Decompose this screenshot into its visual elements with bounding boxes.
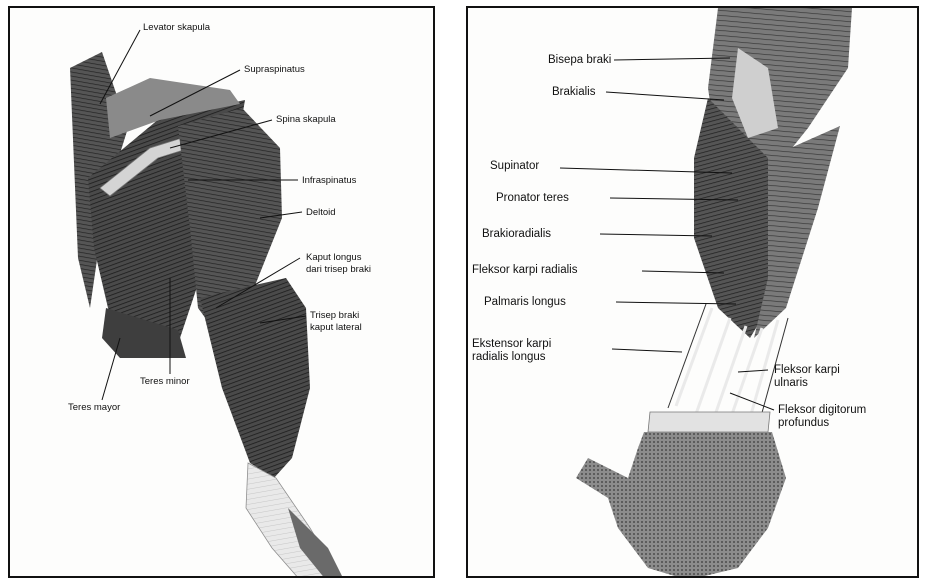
posterior-arm-figure: Levator skapula Supraspinatus Spina skap… xyxy=(8,6,435,578)
label-levator-scapula: Levator skapula xyxy=(143,22,210,33)
label-supinator: Supinator xyxy=(490,160,539,173)
label-pronator-teres: Pronator teres xyxy=(496,192,569,205)
label-fleksor-karpi-ulnaris-line1: Fleksor karpi xyxy=(774,364,840,377)
label-kaput-longus-line1: Kaput longus xyxy=(306,252,361,263)
label-brakioradialis: Brakioradialis xyxy=(482,228,551,241)
label-infraspinatus: Infraspinatus xyxy=(302,175,356,186)
wrist-retinaculum xyxy=(648,412,770,432)
posterior-arm-illustration xyxy=(10,8,435,578)
label-palmaris-longus: Palmaris longus xyxy=(484,296,566,309)
label-spina-skapula: Spina skapula xyxy=(276,114,336,125)
label-fleksor-karpi-ulnaris-line2: ulnaris xyxy=(774,377,808,390)
anterior-forearm-illustration xyxy=(468,8,919,578)
label-brakialis: Brakialis xyxy=(552,86,595,99)
label-fleksor-karpi-radialis: Fleksor karpi radialis xyxy=(472,264,577,277)
label-trisep-lateral-line1: Trisep braki xyxy=(310,310,359,321)
label-deltoid: Deltoid xyxy=(306,207,336,218)
label-ekstensor-karpi-line1: Ekstensor karpi xyxy=(472,338,551,351)
label-kaput-longus-line2: dari trisep braki xyxy=(306,264,371,275)
label-teres-mayor: Teres mayor xyxy=(68,402,120,413)
label-supraspinatus: Supraspinatus xyxy=(244,64,305,75)
label-bisepa-braki: Bisepa braki xyxy=(548,54,611,67)
label-teres-minor: Teres minor xyxy=(140,376,190,387)
label-fleksor-digitorum-line2: profundus xyxy=(778,417,829,430)
anterior-forearm-figure: Bisepa braki Brakialis Supinator Pronato… xyxy=(466,6,919,578)
label-fleksor-digitorum-line1: Fleksor digitorum xyxy=(778,404,866,417)
hand xyxy=(576,432,786,578)
label-trisep-lateral-line2: kaput lateral xyxy=(310,322,362,333)
label-ekstensor-karpi-line2: radialis longus xyxy=(472,351,546,364)
